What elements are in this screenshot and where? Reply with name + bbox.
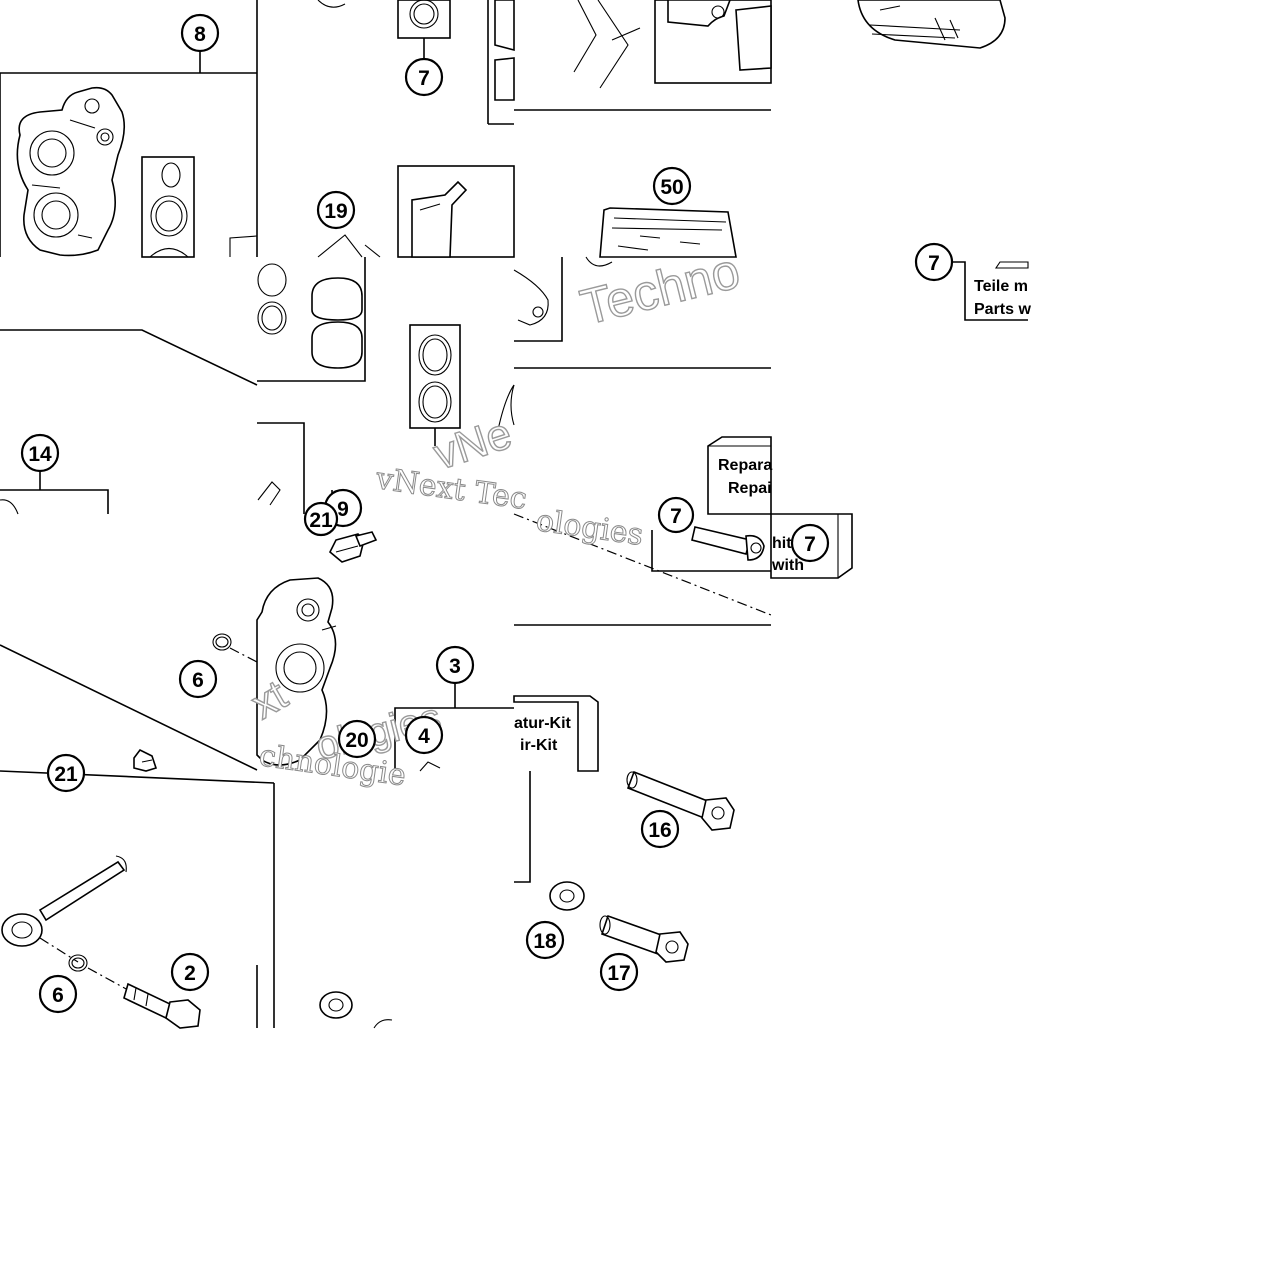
caliper-body-drawing <box>0 0 258 258</box>
callout-3[interactable]: 3 <box>435 645 475 685</box>
callout-20[interactable]: 20 <box>337 719 377 759</box>
banjo-fitting-drawing <box>0 770 275 1029</box>
washer-drawing-lower <box>319 991 393 1029</box>
repair-kit-label-en-a: Repai <box>728 480 772 497</box>
watermark-text-c: ologies <box>534 503 645 553</box>
kit-note-b: with <box>771 557 804 574</box>
parts-note-line-2: Parts w <box>974 301 1031 318</box>
svg-text:8: 8 <box>194 23 206 46</box>
piston-and-seal-drawing <box>257 257 515 514</box>
svg-text:7: 7 <box>670 505 682 528</box>
callout-50[interactable]: 50 <box>652 166 692 206</box>
bleeder-and-caliper-half-drawing <box>256 531 514 772</box>
repair-kit-label-de-a: Repara <box>718 457 772 474</box>
svg-text:19: 19 <box>324 200 347 223</box>
callout-7-kit[interactable]: 7 <box>790 523 830 563</box>
guide-bolt-drawing <box>513 513 772 772</box>
svg-text:16: 16 <box>648 819 671 842</box>
diagram-lines-mid-left <box>0 329 258 515</box>
callout-7-top[interactable]: 7 <box>404 57 444 97</box>
pin-bolt-drawing-top <box>857 0 1006 49</box>
parts-note-line-1: Teile m <box>974 278 1028 295</box>
parts-note-box <box>952 261 1029 321</box>
svg-text:17: 17 <box>607 962 630 985</box>
mounting-bolts-drawing <box>514 770 735 963</box>
svg-text:4: 4 <box>418 725 430 748</box>
svg-text:2: 2 <box>184 962 196 985</box>
svg-text:6: 6 <box>192 669 204 692</box>
svg-text:7: 7 <box>804 533 816 556</box>
svg-text:9: 9 <box>337 498 349 521</box>
kit-labels: Teile m Parts w Repara Repai atur-Kit ir… <box>514 278 1031 754</box>
svg-text:20: 20 <box>345 729 368 752</box>
svg-text:18: 18 <box>533 930 557 953</box>
callout-16[interactable]: 16 <box>640 809 680 849</box>
svg-text:50: 50 <box>660 176 683 199</box>
callout-14[interactable]: 14 <box>20 433 60 473</box>
repair-kit-label-de-b: atur-Kit <box>514 715 572 732</box>
callout-6-top[interactable]: 6 <box>178 659 218 699</box>
washer-and-line-mid <box>0 633 258 772</box>
kit-note-a: hit <box>772 535 792 552</box>
svg-text:3: 3 <box>449 655 461 678</box>
seal-and-pad-drawing-top <box>317 0 515 258</box>
brake-pad-drawing <box>487 0 772 258</box>
svg-text:7: 7 <box>418 67 430 90</box>
callout-21-top[interactable]: 21 <box>303 501 339 537</box>
callout-4[interactable]: 4 <box>404 715 444 755</box>
callout-7-note[interactable]: 7 <box>914 242 954 282</box>
callout-8[interactable]: 8 <box>180 13 220 53</box>
watermark-text-d: vNe <box>428 409 518 480</box>
callout-21-bottom[interactable]: 21 <box>46 753 86 793</box>
callout-18[interactable]: 18 <box>525 920 565 960</box>
callout-19[interactable]: 19 <box>316 190 356 230</box>
svg-text:21: 21 <box>309 509 333 532</box>
callout-6-bottom[interactable]: 6 <box>38 974 78 1014</box>
callout-17[interactable]: 17 <box>599 952 639 992</box>
callout-2[interactable]: 2 <box>170 952 210 992</box>
svg-text:14: 14 <box>28 443 52 466</box>
callout-7-bolt[interactable]: 7 <box>657 496 695 534</box>
svg-text:21: 21 <box>54 763 78 786</box>
svg-text:6: 6 <box>52 984 64 1007</box>
svg-text:7: 7 <box>928 252 940 275</box>
repair-kit-box-drawing <box>510 256 772 515</box>
callout-bubbles: 8 7 19 50 7 14 9 21 7 7 6 3 20 4 21 16 1… <box>20 13 954 1014</box>
repair-kit-label-en-b: ir-Kit <box>520 737 558 754</box>
